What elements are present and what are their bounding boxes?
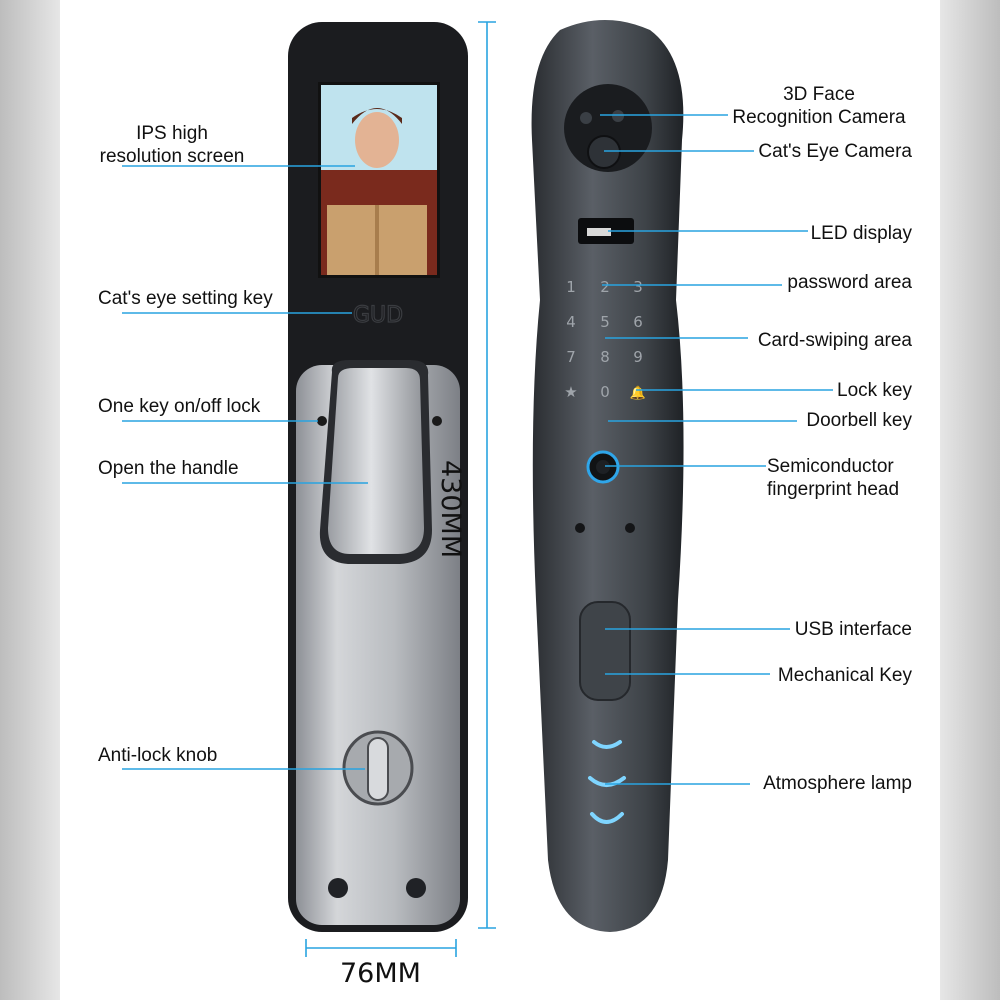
label-face-camera-line1: 3D Face [783, 84, 855, 105]
keypad-key: 6 [633, 313, 643, 331]
face-camera-lens [580, 112, 592, 124]
label-mechanical-key: Mechanical Key [777, 665, 912, 686]
label-open-handle: Open the handle [98, 458, 239, 479]
back-lock: 1 2 3 4 5 6 7 8 9 ★ 0 🔔 [531, 20, 684, 932]
keypad-key: 0 [600, 383, 610, 401]
front-lock: GUD [288, 22, 468, 932]
label-fingerprint-line2: fingerprint head [767, 479, 900, 500]
label-ips-line1: IPS high [136, 123, 208, 144]
label-atmosphere: Atmosphere lamp [763, 773, 912, 794]
label-face-camera-line2: Recognition Camera [732, 107, 906, 128]
label-ips: IPS high resolution screen [96, 122, 248, 168]
right-border [940, 0, 1000, 1000]
label-cats-eye-key: Cat's eye setting key [98, 288, 273, 309]
atmosphere-lamp [588, 740, 626, 824]
screw-right [406, 878, 426, 898]
label-led-display: LED display [810, 223, 912, 244]
keypad-key: 5 [600, 313, 610, 331]
dimension-height-label: 430MM [435, 460, 466, 559]
keypad-key: 2 [600, 278, 610, 296]
label-one-key: One key on/off lock [98, 396, 261, 417]
label-fingerprint-line1: Semiconductor [767, 456, 894, 477]
label-usb: USB interface [794, 619, 912, 640]
camera-housing [564, 84, 652, 172]
keypad-key: 4 [566, 313, 576, 331]
keypad-key: 7 [566, 348, 576, 366]
label-password-area: password area [787, 272, 912, 293]
leader-lines [122, 21, 833, 957]
label-face-camera: 3D Face Recognition Camera [726, 83, 912, 129]
label-cats-eye-camera: Cat's Eye Camera [758, 141, 912, 162]
left-border [0, 0, 60, 1000]
keypad-key: 1 [566, 278, 576, 296]
label-doorbell-key: Doorbell key [806, 410, 912, 431]
brand-mark: GUD [353, 303, 403, 328]
usb-key-cover [579, 601, 631, 701]
keypad: 1 2 3 4 5 6 7 8 9 ★ 0 🔔 [564, 278, 646, 401]
dimension-width-label: 76MM [340, 958, 421, 989]
keypad-key: 3 [633, 278, 643, 296]
cats-eye-camera-lens [587, 135, 621, 169]
keypad-key: 8 [600, 348, 610, 366]
one-key-button [317, 416, 327, 426]
label-anti-lock: Anti-lock knob [98, 745, 218, 766]
keypad-key: 🔔 [630, 385, 646, 401]
keypad-key: 9 [633, 348, 643, 366]
label-fingerprint: Semiconductor fingerprint head [767, 455, 899, 501]
label-lock-key: Lock key [837, 380, 912, 401]
delivery-man-image [321, 108, 437, 275]
label-card-area: Card-swiping area [757, 330, 912, 351]
handle [328, 368, 424, 554]
screw-left [328, 878, 348, 898]
keypad-key: ★ [564, 383, 577, 401]
label-ips-line2: resolution screen [99, 146, 245, 167]
